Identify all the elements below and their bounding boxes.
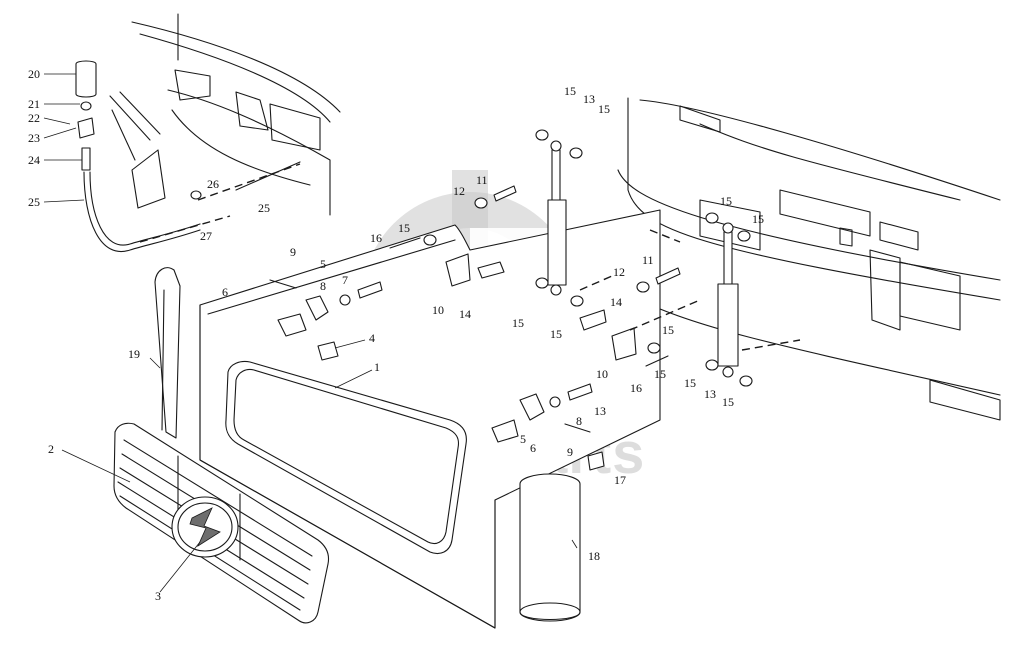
callout-5b: 5 [520, 432, 526, 446]
callout-15c: 15 [512, 316, 524, 330]
hardware-small-parts [190, 129, 753, 471]
cab-front-upper-left [109, 13, 341, 216]
callout-13c: 13 [704, 387, 716, 401]
callout-21: 21 [28, 97, 40, 111]
callout-12b: 12 [613, 265, 625, 279]
callout-4: 4 [369, 331, 375, 345]
callout-17: 17 [614, 473, 626, 487]
callout-25b: 25 [258, 201, 270, 215]
callout-3: 3 [155, 589, 161, 603]
callout-15b: 15 [598, 102, 610, 116]
callout-7: 7 [342, 273, 348, 287]
callout-25a: 25 [28, 195, 40, 209]
gas-strut-right [717, 222, 739, 378]
callout-8a: 8 [320, 279, 326, 293]
callout-15e: 15 [398, 221, 410, 235]
callout-6a: 6 [222, 285, 228, 299]
callout-18: 18 [588, 549, 600, 563]
callout-10b: 10 [596, 367, 608, 381]
callout-19: 19 [128, 347, 140, 361]
callout-20: 20 [28, 67, 40, 81]
callout-1: 1 [374, 360, 380, 374]
grille [113, 422, 330, 624]
callout-26: 26 [207, 177, 219, 191]
side-trim [154, 267, 181, 439]
callout-15i: 15 [720, 194, 732, 208]
callout-27: 27 [200, 229, 212, 243]
callout-8b: 8 [576, 414, 582, 428]
callout-10a: 10 [432, 303, 444, 317]
callout-11b: 11 [642, 253, 654, 267]
callout-15g: 15 [684, 376, 696, 390]
callout-13b: 13 [594, 404, 606, 418]
callout-12a: 12 [453, 184, 465, 198]
callout-14a: 14 [459, 307, 471, 321]
callout-11a: 11 [476, 173, 488, 187]
callout-15f: 15 [662, 323, 674, 337]
callout-16b: 16 [630, 381, 642, 395]
callout-5a: 5 [320, 257, 326, 271]
callout-15d: 15 [550, 327, 562, 341]
callout-16a: 16 [370, 231, 382, 245]
callout-22: 22 [28, 111, 40, 125]
callout-14b: 14 [610, 295, 622, 309]
callout-15k: 15 [654, 367, 666, 381]
callout-23: 23 [28, 131, 40, 145]
callout-labels: 1 2 3 4 5 5 6 6 7 8 8 9 9 10 10 11 11 12… [28, 67, 764, 603]
callout-9a: 9 [290, 245, 296, 259]
callout-15j: 15 [752, 212, 764, 226]
callout-15a: 15 [564, 84, 576, 98]
callout-24: 24 [28, 153, 40, 167]
callout-13a: 13 [583, 92, 595, 106]
gas-strut-left [547, 140, 567, 296]
cab-front-upper-right [617, 97, 1001, 421]
gas-cylinder [519, 473, 581, 622]
callout-9b: 9 [567, 445, 573, 459]
callout-15h: 15 [722, 395, 734, 409]
callout-2: 2 [48, 442, 54, 456]
leader-lines [43, 73, 578, 593]
callout-6b: 6 [530, 441, 536, 455]
washer-fluid-bottle-assembly [75, 60, 301, 253]
